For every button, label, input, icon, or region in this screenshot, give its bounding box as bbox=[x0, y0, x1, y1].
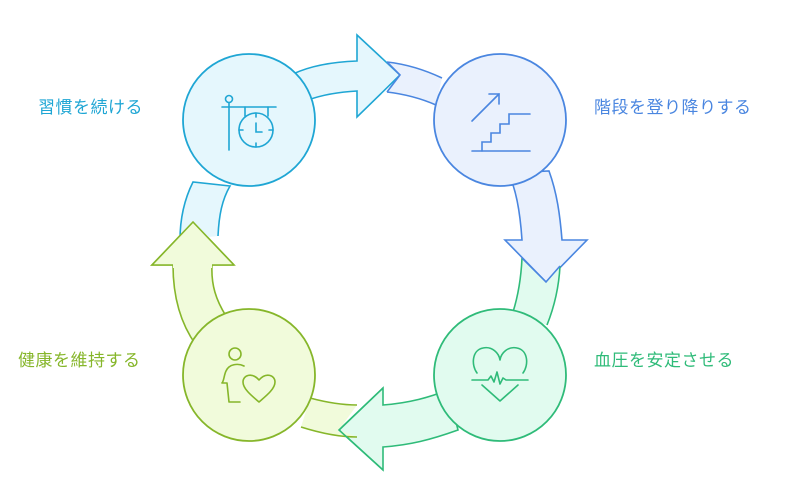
arrow-stairs-to-pressure bbox=[503, 170, 589, 284]
heart-pulse-icon bbox=[471, 346, 529, 402]
step-circle-habit bbox=[182, 53, 316, 187]
step-label-stairs: 階段を登り降りする bbox=[594, 98, 752, 118]
step-circle-stairs bbox=[433, 53, 567, 187]
stairs-up-icon bbox=[471, 93, 531, 152]
clock-sign-icon bbox=[221, 94, 277, 151]
step-circle-pressure bbox=[433, 308, 567, 442]
step-label-habit: 習慣を続ける bbox=[38, 98, 143, 118]
person-heart-icon bbox=[221, 347, 276, 403]
step-label-pressure: 血圧を安定させる bbox=[594, 351, 734, 371]
step-label-health: 健康を維持する bbox=[18, 351, 141, 371]
